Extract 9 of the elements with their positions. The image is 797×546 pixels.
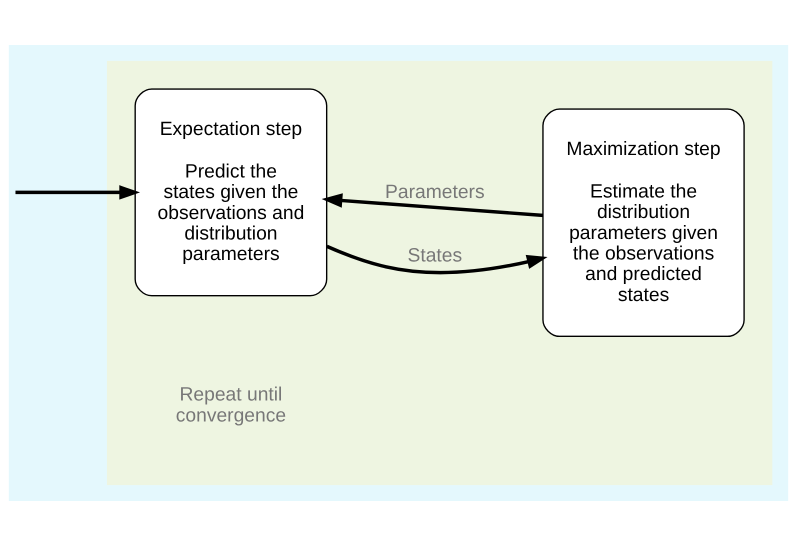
edge-label: States (408, 246, 462, 267)
arrow (322, 193, 543, 218)
label: Repeat until convergence (176, 384, 286, 426)
cluster (106, 60, 772, 486)
arrow (15, 185, 140, 200)
arrow (326, 244, 548, 274)
edge-label: Parameters (385, 182, 485, 204)
node-box: Expectation step Predict the states given the observations and distribution parameters (134, 88, 328, 296)
node-box: Maximization step Estimate the distribution parameters given the observations and predicted states (542, 108, 745, 338)
